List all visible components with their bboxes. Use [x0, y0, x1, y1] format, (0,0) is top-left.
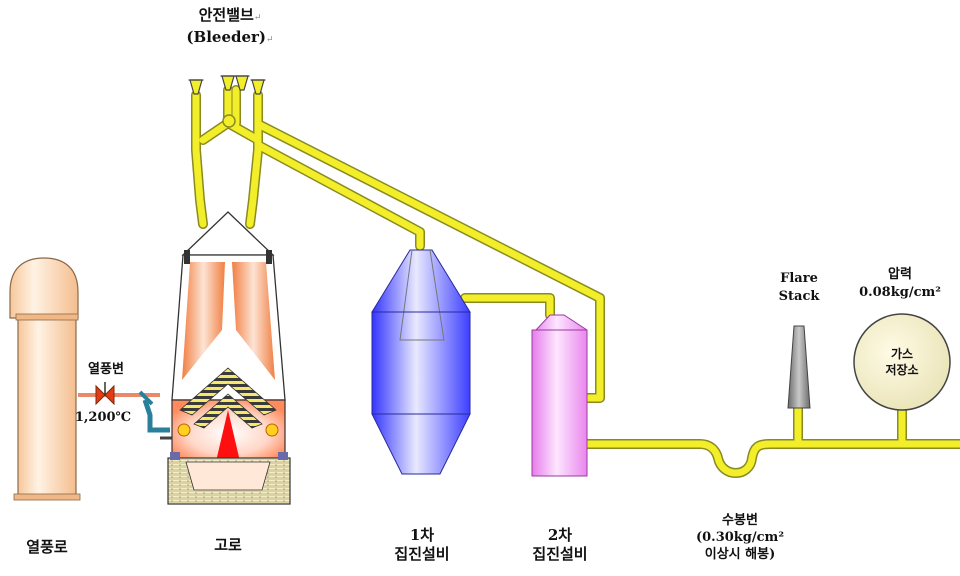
secondary-dust-label-1: 2차 — [547, 526, 573, 544]
flare-stack-label-2: Stack — [778, 289, 820, 304]
gas-holder-label-2: 저장소 — [885, 363, 919, 377]
hot-stove-label: 열풍로 — [26, 538, 68, 556]
secondary-dust-label: 2차 집진설비 — [518, 526, 602, 564]
pressure-label-2: 0.08kg/cm² — [859, 285, 941, 300]
gas-holder-label: 가스 저장소 — [868, 346, 936, 378]
hot-blast-valve-label: 열풍변 — [88, 362, 124, 377]
primary-dust-collector — [371, 249, 471, 475]
bleeder-label-en: (Bleeder) — [186, 28, 267, 46]
bleeder-label-kr: 안전밸브 — [198, 6, 254, 24]
pressure-label-1: 압력 — [888, 267, 912, 282]
hot-stove — [9, 257, 81, 501]
blast-furnace — [167, 211, 291, 505]
primary-dust-label-1: 1차 — [409, 526, 435, 544]
blast-furnace-label: 고로 — [214, 536, 242, 554]
secondary-dust-collector — [531, 314, 588, 477]
secondary-dust-label-2: 집진설비 — [532, 545, 588, 563]
water-seal-label-3: 이상시 해봉) — [704, 547, 776, 562]
flare-stack-label-1: Flare — [780, 271, 818, 286]
water-seal-label: 수봉변 (0.30kg/cm² 이상시 해봉) — [680, 512, 800, 563]
hot-blast-line — [78, 382, 175, 440]
water-seal-label-1: 수봉변 — [722, 513, 758, 528]
gas-piping — [188, 75, 960, 478]
primary-dust-label: 1차 집진설비 — [380, 526, 464, 564]
flare-stack-label: Flare Stack — [766, 270, 832, 306]
primary-dust-label-2: 집진설비 — [394, 545, 450, 563]
flare-stack — [787, 325, 811, 409]
gas-holder — [853, 313, 951, 411]
gas-holder-label-1: 가스 — [890, 347, 914, 361]
temperature-label: 1,200℃ — [74, 410, 132, 425]
pressure-label: 압력 0.08kg/cm² — [840, 266, 960, 302]
bleeder-label: 안전밸브↵ (Bleeder)↵ — [186, 6, 274, 46]
water-seal-label-2: (0.30kg/cm² — [695, 530, 785, 545]
